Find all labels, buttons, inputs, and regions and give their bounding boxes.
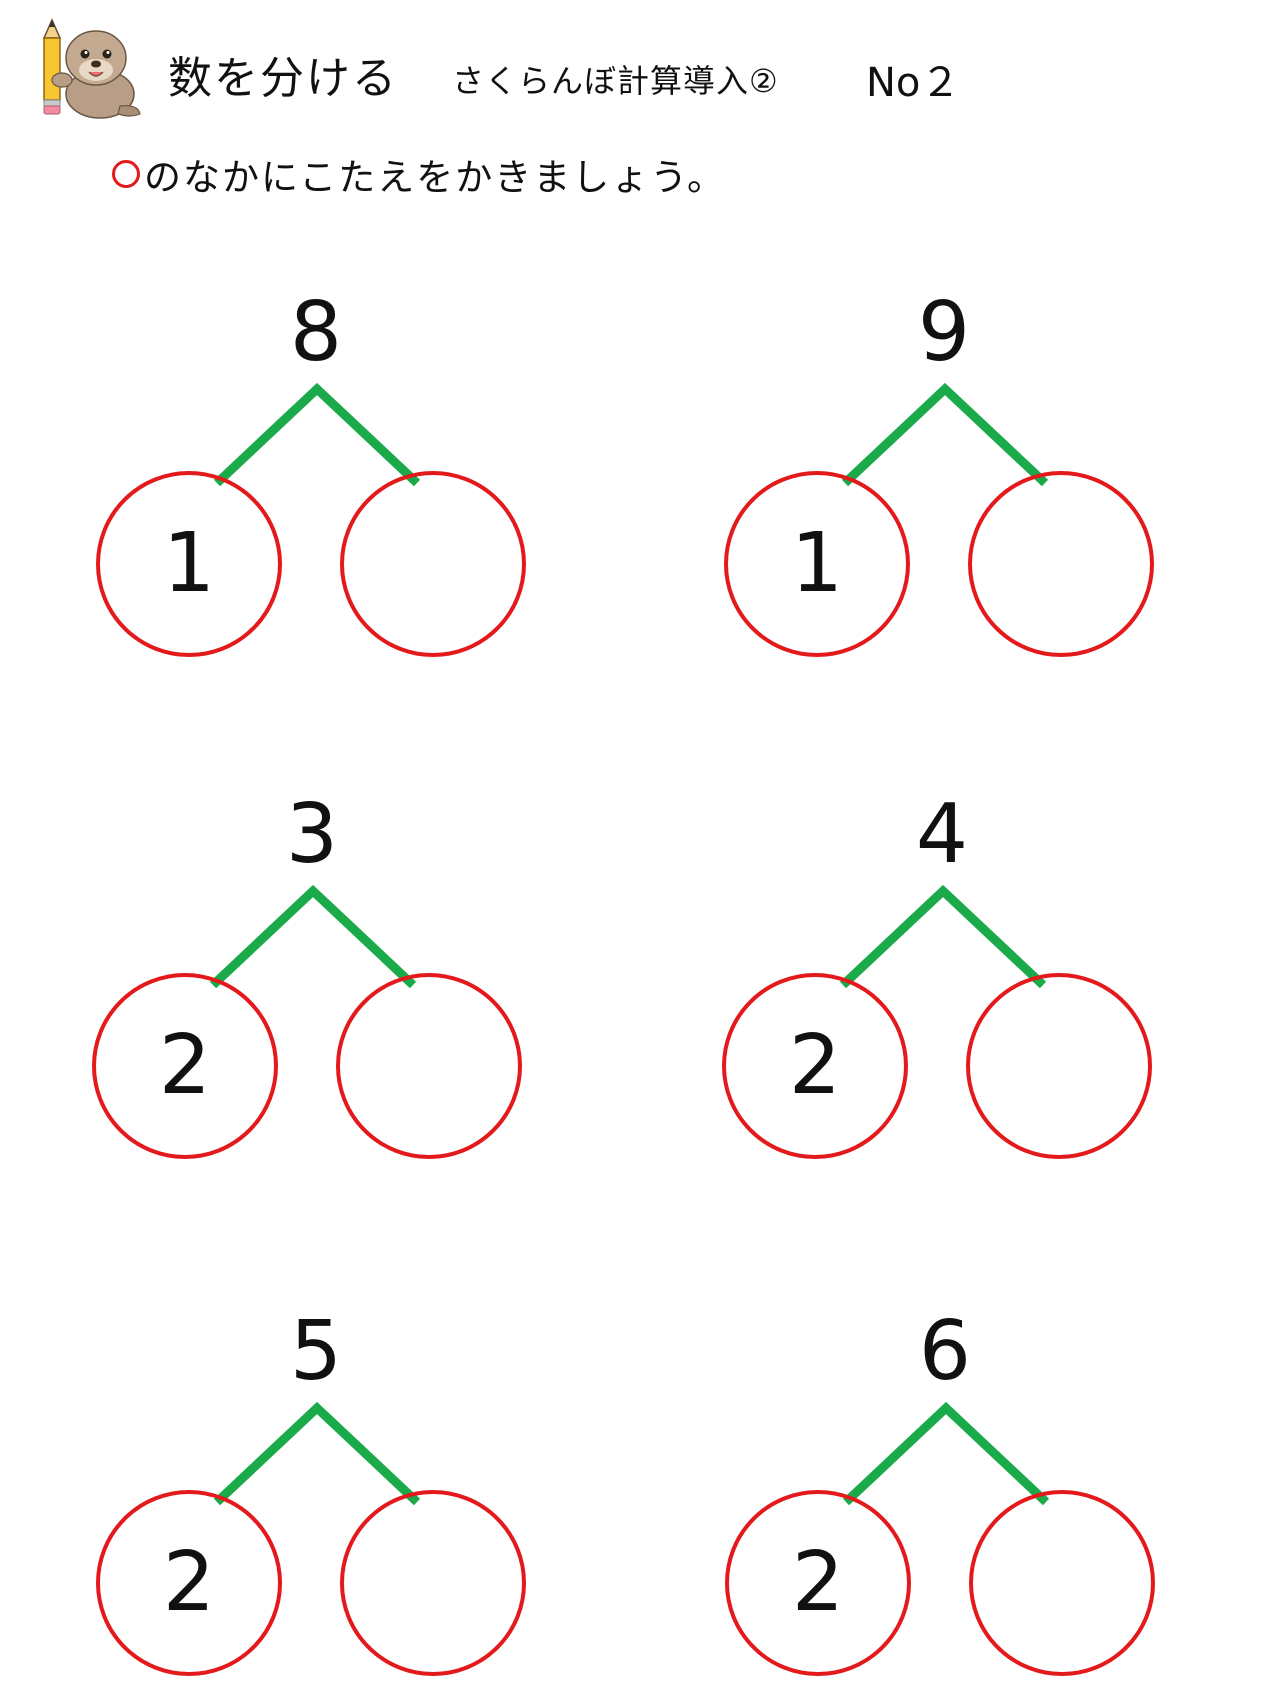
page-number: No２ — [866, 60, 961, 106]
branch-lines — [209, 884, 417, 989]
cherry-problem: 6 2 — [725, 1307, 1185, 1707]
branch-lines — [213, 382, 421, 487]
branch-lines — [842, 1401, 1050, 1506]
left-part-number: 2 — [788, 1018, 842, 1113]
answer-circle[interactable] — [340, 471, 526, 657]
left-part-circle: 2 — [725, 1490, 911, 1676]
branch-lines — [839, 884, 1047, 989]
cherry-problem: 4 2 — [722, 790, 1182, 1190]
answer-circle[interactable] — [340, 1490, 526, 1676]
cherry-problem: 9 1 — [724, 288, 1184, 688]
left-part-circle: 2 — [722, 973, 908, 1159]
answer-circle[interactable] — [969, 1490, 1155, 1676]
total-number: 6 — [918, 1304, 972, 1399]
circle-marker-icon — [112, 160, 140, 188]
left-part-number: 1 — [162, 516, 216, 611]
left-part-number: 2 — [158, 1018, 212, 1113]
left-part-number: 2 — [162, 1535, 216, 1630]
left-part-circle: 1 — [724, 471, 910, 657]
left-part-number: 2 — [791, 1535, 845, 1630]
answer-circle[interactable] — [336, 973, 522, 1159]
total-number: 8 — [289, 285, 343, 380]
total-number: 3 — [285, 787, 339, 882]
branch-lines — [213, 1401, 421, 1506]
instruction-text: のなかにこたえをかきましょう。 — [144, 156, 727, 199]
instruction: のなかにこたえをかきましょう。 — [112, 147, 726, 201]
total-number: 4 — [915, 787, 969, 882]
cherry-problem: 3 2 — [92, 790, 552, 1190]
page-subtitle: さくらんぼ計算導入② — [452, 62, 779, 100]
branch-lines — [841, 382, 1049, 487]
answer-circle[interactable] — [968, 471, 1154, 657]
mascot-seal-icon — [34, 18, 144, 122]
answer-circle[interactable] — [966, 973, 1152, 1159]
cherry-problem: 5 2 — [96, 1307, 556, 1707]
cherry-problem: 8 1 — [96, 288, 556, 688]
left-part-number: 1 — [790, 516, 844, 611]
page-title: 数を分ける — [168, 53, 398, 104]
left-part-circle: 2 — [96, 1490, 282, 1676]
total-number: 9 — [917, 285, 971, 380]
left-part-circle: 2 — [92, 973, 278, 1159]
total-number: 5 — [289, 1304, 343, 1399]
left-part-circle: 1 — [96, 471, 282, 657]
